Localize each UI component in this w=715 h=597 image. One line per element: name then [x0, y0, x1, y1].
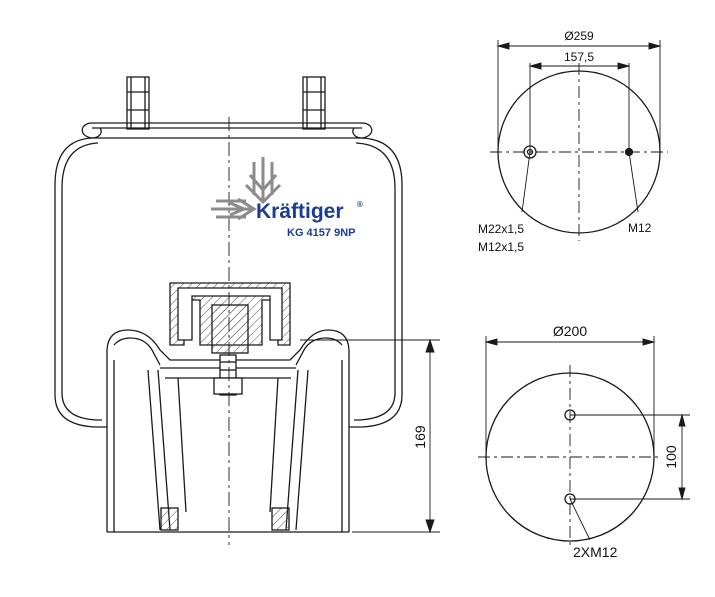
top-bead-plate: [81, 122, 373, 139]
internal-bumper: [169, 282, 291, 396]
height-dimension: [300, 338, 440, 534]
brand-name: Kräftiger: [256, 200, 344, 223]
piston-hole-thread: 2XM12: [573, 544, 618, 560]
arrows-mark-icon: [211, 157, 282, 221]
stud-hole-left: [523, 145, 537, 159]
brand-logo: Kräftiger ® KG 4157 9NP: [211, 157, 363, 239]
bellow-inner: [61, 142, 102, 421]
thread-label-m12x15: M12x1,5: [478, 240, 524, 254]
thread-label-m12: M12: [628, 221, 652, 235]
piston-hole-top: [564, 409, 576, 421]
top-plate-bolt-spacing: 157,5: [564, 50, 594, 64]
top-plate-diameter: Ø259: [564, 29, 594, 43]
height-dimension-label: 169: [412, 425, 428, 449]
piston-diameter: Ø200: [553, 323, 587, 339]
stud-hole-right: [624, 147, 634, 157]
top-plate-view: [490, 40, 668, 241]
piston-hole-spacing: 100: [663, 445, 679, 469]
piston-bottom-view: [478, 336, 690, 549]
side-view: [54, 76, 440, 545]
piston-hole-bottom: [564, 493, 576, 505]
thread-label-m22: M22x1,5: [478, 222, 524, 236]
mounting-stud-right: [302, 76, 326, 130]
mounting-stud-left: [126, 76, 150, 130]
brand-registered-mark: ®: [357, 200, 363, 209]
model-number: KG 4157 9NP: [287, 227, 355, 239]
